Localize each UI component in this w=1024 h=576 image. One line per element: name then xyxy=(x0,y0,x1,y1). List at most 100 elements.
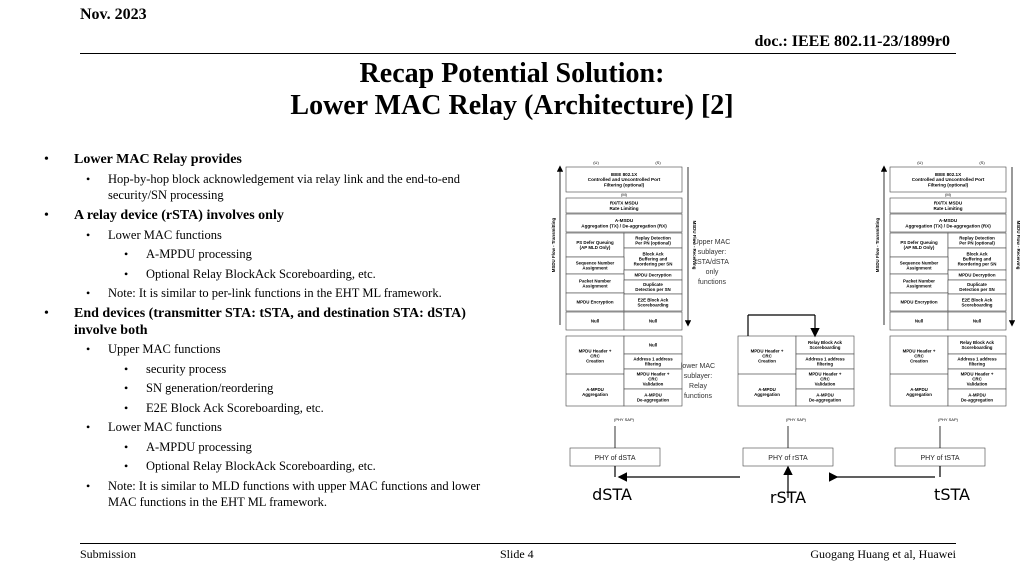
header-doc-id: doc.: IEEE 802.11-23/1899r0 xyxy=(754,33,950,50)
bullet-text-level-2: security/SN processing xyxy=(108,188,224,202)
amsdu-box xyxy=(889,213,1007,233)
mpdu-header-validation-text: Validation xyxy=(643,382,664,387)
blockack-reorder-text: Buffering and xyxy=(963,257,992,262)
mpdu-header-creation-text: CRC xyxy=(762,354,772,359)
replay-text: Per PN (optional) xyxy=(635,241,671,246)
e2e-ba-text: E2E Block Ack xyxy=(962,298,993,303)
title-line-1: Recap Potential Solution: xyxy=(359,58,665,89)
addr-filter-text: Address 1 address xyxy=(957,357,997,362)
blockack-reorder-text: Block Ack xyxy=(966,251,988,256)
flow-rx-label-t: MSDU Flow - Receiving xyxy=(1016,221,1020,270)
bullet-text-level-1: Lower MAC Relay provides xyxy=(74,152,242,167)
e2e-ba-text: Scoreboarding xyxy=(638,303,669,308)
ieee-8021x-text: IEEE 802.1X xyxy=(935,172,962,177)
bullet-marker: • xyxy=(86,342,91,356)
bullet-text-level-2: Lower MAC functions xyxy=(108,420,222,434)
ps-defer-box xyxy=(889,232,949,258)
mpdu-header-validation-text: CRC xyxy=(820,377,830,382)
ieee-8021x-box xyxy=(889,166,1007,193)
bullet-text-level-3: security process xyxy=(146,361,227,376)
upper-mac-note: tSTA/dSTA xyxy=(695,259,729,266)
rxtx-rate-text: RX/TX MSDU xyxy=(934,200,963,205)
ampdu-deagg-text: De-aggregation xyxy=(637,398,670,403)
bullet-text-level-2: Note: It is similar to per-link function… xyxy=(108,286,442,300)
amsdu-text: A-MSDU xyxy=(939,218,958,223)
port-label-s: (S) xyxy=(655,160,661,165)
amsdu-text: A-MSDU xyxy=(615,218,634,223)
bullet-marker: • xyxy=(86,286,91,300)
relay-ba-text: Relay Block Ack xyxy=(960,340,995,345)
phy-sap-label: (PHY SAP) xyxy=(786,417,807,422)
station-label-rsta: rSTA xyxy=(770,488,806,507)
phy-dsta-label: PHY of dSTA xyxy=(595,455,636,462)
blockack-reorder-text: Buffering and xyxy=(639,257,668,262)
upper-mac-note: sublayer: xyxy=(698,249,726,256)
flow-tx-label-d: MSDU Flow - Transmitting xyxy=(551,217,556,272)
addr-filter-text: filtering xyxy=(817,362,833,367)
phy-sap-label: (PHY SAP) xyxy=(614,417,635,422)
bullet-text-level-2: Lower MAC functions xyxy=(108,227,222,242)
mpdu-header-creation-text: MPDU Header + xyxy=(751,348,784,353)
dup-detect-text: Detection per SN xyxy=(959,287,994,292)
phy-rsta-label: PHY of rSTA xyxy=(768,455,808,462)
mpdu-header-creation-text: Creation xyxy=(910,359,928,364)
mpdu-header-validation-text: Validation xyxy=(815,382,836,387)
addr-filter-text: filtering xyxy=(645,362,661,367)
lower-mac-note: Relay xyxy=(689,383,707,390)
bullet-marker: • xyxy=(124,400,129,415)
bullet-text-level-3: Optional Relay BlockAck Scoreboarding, e… xyxy=(146,459,376,473)
ampdu-deagg-text: De-aggregation xyxy=(961,398,994,403)
addr-filter-text: Address 1 address xyxy=(805,357,845,362)
decrypt-text: MPDU Decryption xyxy=(634,273,671,278)
seq-assign-text: Assignment xyxy=(582,266,608,271)
bullet-text-level-1: A relay device (rSTA) involves only xyxy=(74,208,284,223)
blockack-reorder-text: Block Ack xyxy=(642,251,664,256)
ampdu-aggregation-text: A-MPDU xyxy=(910,387,928,392)
null-text-left: Null xyxy=(591,319,599,324)
footer-author: Guogang Huang et al, Huawei xyxy=(810,547,956,561)
footer-submission: Submission xyxy=(80,547,137,561)
rxtx-rate-box xyxy=(889,197,1007,214)
dup-detect-text: Duplicate xyxy=(967,282,987,287)
ampdu-aggregation-text: A-MPDU xyxy=(586,387,604,392)
bullet-marker: • xyxy=(124,439,129,454)
rxtx-rate-text: Rate Limiting xyxy=(933,206,962,211)
mpdu-header-validation-text: MPDU Header + xyxy=(637,371,670,376)
blockack-reorder-text: Reordering per SN xyxy=(958,262,997,267)
amsdu-text: Aggregation (TX) / De-aggregation (RX) xyxy=(905,223,991,228)
port-label-u: (U) xyxy=(593,160,599,165)
decrypt-text: MPDU Decryption xyxy=(958,273,995,278)
addr-filter-text: filtering xyxy=(969,362,985,367)
ps-defer-box xyxy=(565,232,625,258)
relay-ba-text: Relay Block Ack xyxy=(808,340,843,345)
ieee-8021x-text: IEEE 802.1X xyxy=(611,172,638,177)
header-divider xyxy=(80,53,956,54)
footer-divider xyxy=(80,543,956,544)
ampdu-deagg-box xyxy=(623,388,683,407)
mpdu-header-validation-text: Validation xyxy=(967,382,988,387)
port-label-m: (M) xyxy=(621,192,628,197)
encrypt-text: MPDU Encryption xyxy=(576,300,613,305)
bullet-text-level-1: involve both xyxy=(74,322,148,338)
pn-assign-text: Assignment xyxy=(582,284,608,289)
rxtx-rate-text: RX/TX MSDU xyxy=(610,200,639,205)
bullet-text-level-3: E2E Block Ack Scoreboarding, etc. xyxy=(146,400,324,415)
bullet-text-level-2: Hop-by-hop block acknowledgement via rel… xyxy=(108,171,460,186)
addr-filter-text: Address 1 address xyxy=(633,357,673,362)
amsdu-text: Aggregation (TX) / De-aggregation (RX) xyxy=(581,223,667,228)
rxtx-rate-box xyxy=(565,197,683,214)
blockack-reorder-text: Reordering per SN xyxy=(634,262,673,267)
null-text-right: Null xyxy=(649,319,657,324)
ampdu-deagg-box xyxy=(795,388,855,407)
mpdu-header-creation-text: Creation xyxy=(586,359,604,364)
header-date: Nov. 2023 xyxy=(80,6,147,23)
e2e-ba-text: Scoreboarding xyxy=(962,303,993,308)
relay-ba-text: Scoreboarding xyxy=(810,345,841,350)
dup-detect-text: Detection per SN xyxy=(635,287,670,292)
encrypt-text: MPDU Encryption xyxy=(900,300,937,305)
seq-assign-text: Sequence Number xyxy=(576,261,615,266)
bullet-marker: • xyxy=(124,381,129,395)
mpdu-header-creation-col xyxy=(565,335,625,407)
replay-text: Replay Detection xyxy=(635,236,671,241)
